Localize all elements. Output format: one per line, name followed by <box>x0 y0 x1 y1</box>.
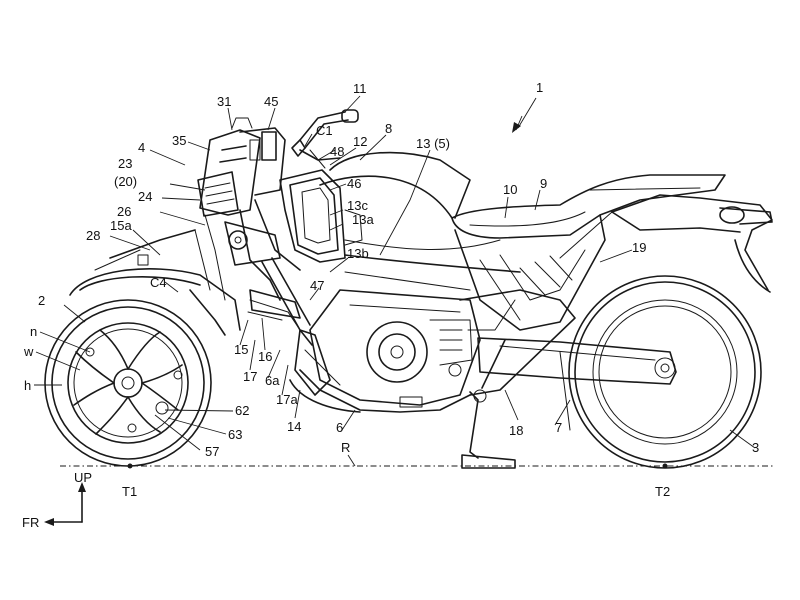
label-28: 28 <box>86 228 100 243</box>
forward-arrow-icon <box>44 518 54 526</box>
label-13b: 13b <box>347 246 369 261</box>
label-45: 45 <box>264 94 278 109</box>
label-6: 6 <box>336 420 343 435</box>
label-T2: T2 <box>655 484 670 499</box>
label-18: 18 <box>509 423 523 438</box>
steering-linkage <box>194 117 301 319</box>
label-16: 16 <box>258 349 272 364</box>
rear-wheel <box>568 275 762 469</box>
label-3: 3 <box>752 440 759 455</box>
label-13a: 13a <box>352 212 374 227</box>
label-15: 15 <box>234 342 248 357</box>
rear-cowl <box>454 214 606 331</box>
label-10: 10 <box>503 182 517 197</box>
label-w: w <box>23 344 34 359</box>
label-6a: 6a <box>265 373 280 388</box>
label-n: n <box>30 324 37 339</box>
label-23: 23 <box>118 156 132 171</box>
swing-arm <box>477 337 677 431</box>
label-1: 1 <box>536 80 543 95</box>
label-17a: 17a <box>276 392 298 407</box>
label-57: 57 <box>205 444 219 459</box>
label-C4: C4 <box>150 275 167 290</box>
axis-forward-label: FR <box>22 515 39 530</box>
rear-contact-point <box>662 463 668 469</box>
label-31: 31 <box>217 94 231 109</box>
label-C1: C1 <box>316 123 333 138</box>
fuel-tank <box>319 151 521 291</box>
label-19: 19 <box>632 240 646 255</box>
center-stand <box>461 339 516 469</box>
label-11: 11 <box>353 81 367 96</box>
label-17: 17 <box>243 369 257 384</box>
label-47: 47 <box>310 278 324 293</box>
label-46: 46 <box>347 176 361 191</box>
label-35: 35 <box>172 133 186 148</box>
seat <box>451 174 726 239</box>
label-13c: 13c <box>347 198 368 213</box>
reference-labels: 1 2 3 4 6 6a 7 8 9 10 11 12 13 (5) 13a 1… <box>23 80 759 499</box>
rear-subframe <box>459 289 576 396</box>
front-fairing <box>279 169 363 263</box>
label-T1: T1 <box>122 484 137 499</box>
rear-fender-tail <box>559 194 773 293</box>
label-9: 9 <box>540 176 547 191</box>
label-7: 7 <box>555 420 562 435</box>
label-12: 12 <box>353 134 367 149</box>
label-26: 26 <box>117 204 131 219</box>
front-fork <box>247 257 331 396</box>
label-15a: 15a <box>110 218 132 233</box>
leader-lines <box>34 95 756 467</box>
label-2: 2 <box>38 293 45 308</box>
label-8: 8 <box>385 121 392 136</box>
assembly-arrowhead <box>512 122 521 133</box>
label-4: 4 <box>138 140 145 155</box>
front-contact-point <box>127 463 133 469</box>
direction-axes: UP FR <box>22 470 92 530</box>
underbody <box>289 349 471 413</box>
engine <box>309 289 481 406</box>
front-fender <box>69 229 241 336</box>
label-h: h <box>24 378 31 393</box>
label-R: R <box>341 440 350 455</box>
axis-up-label: UP <box>74 470 92 485</box>
label-24: 24 <box>138 189 152 204</box>
label-13-5: 13 (5) <box>416 136 450 151</box>
front-wheel <box>44 299 212 467</box>
label-14: 14 <box>287 419 301 434</box>
label-62: 62 <box>235 403 249 418</box>
label-20: (20) <box>114 174 137 189</box>
up-arrow-icon <box>78 482 86 492</box>
label-63: 63 <box>228 427 242 442</box>
label-48: 48 <box>330 144 344 159</box>
